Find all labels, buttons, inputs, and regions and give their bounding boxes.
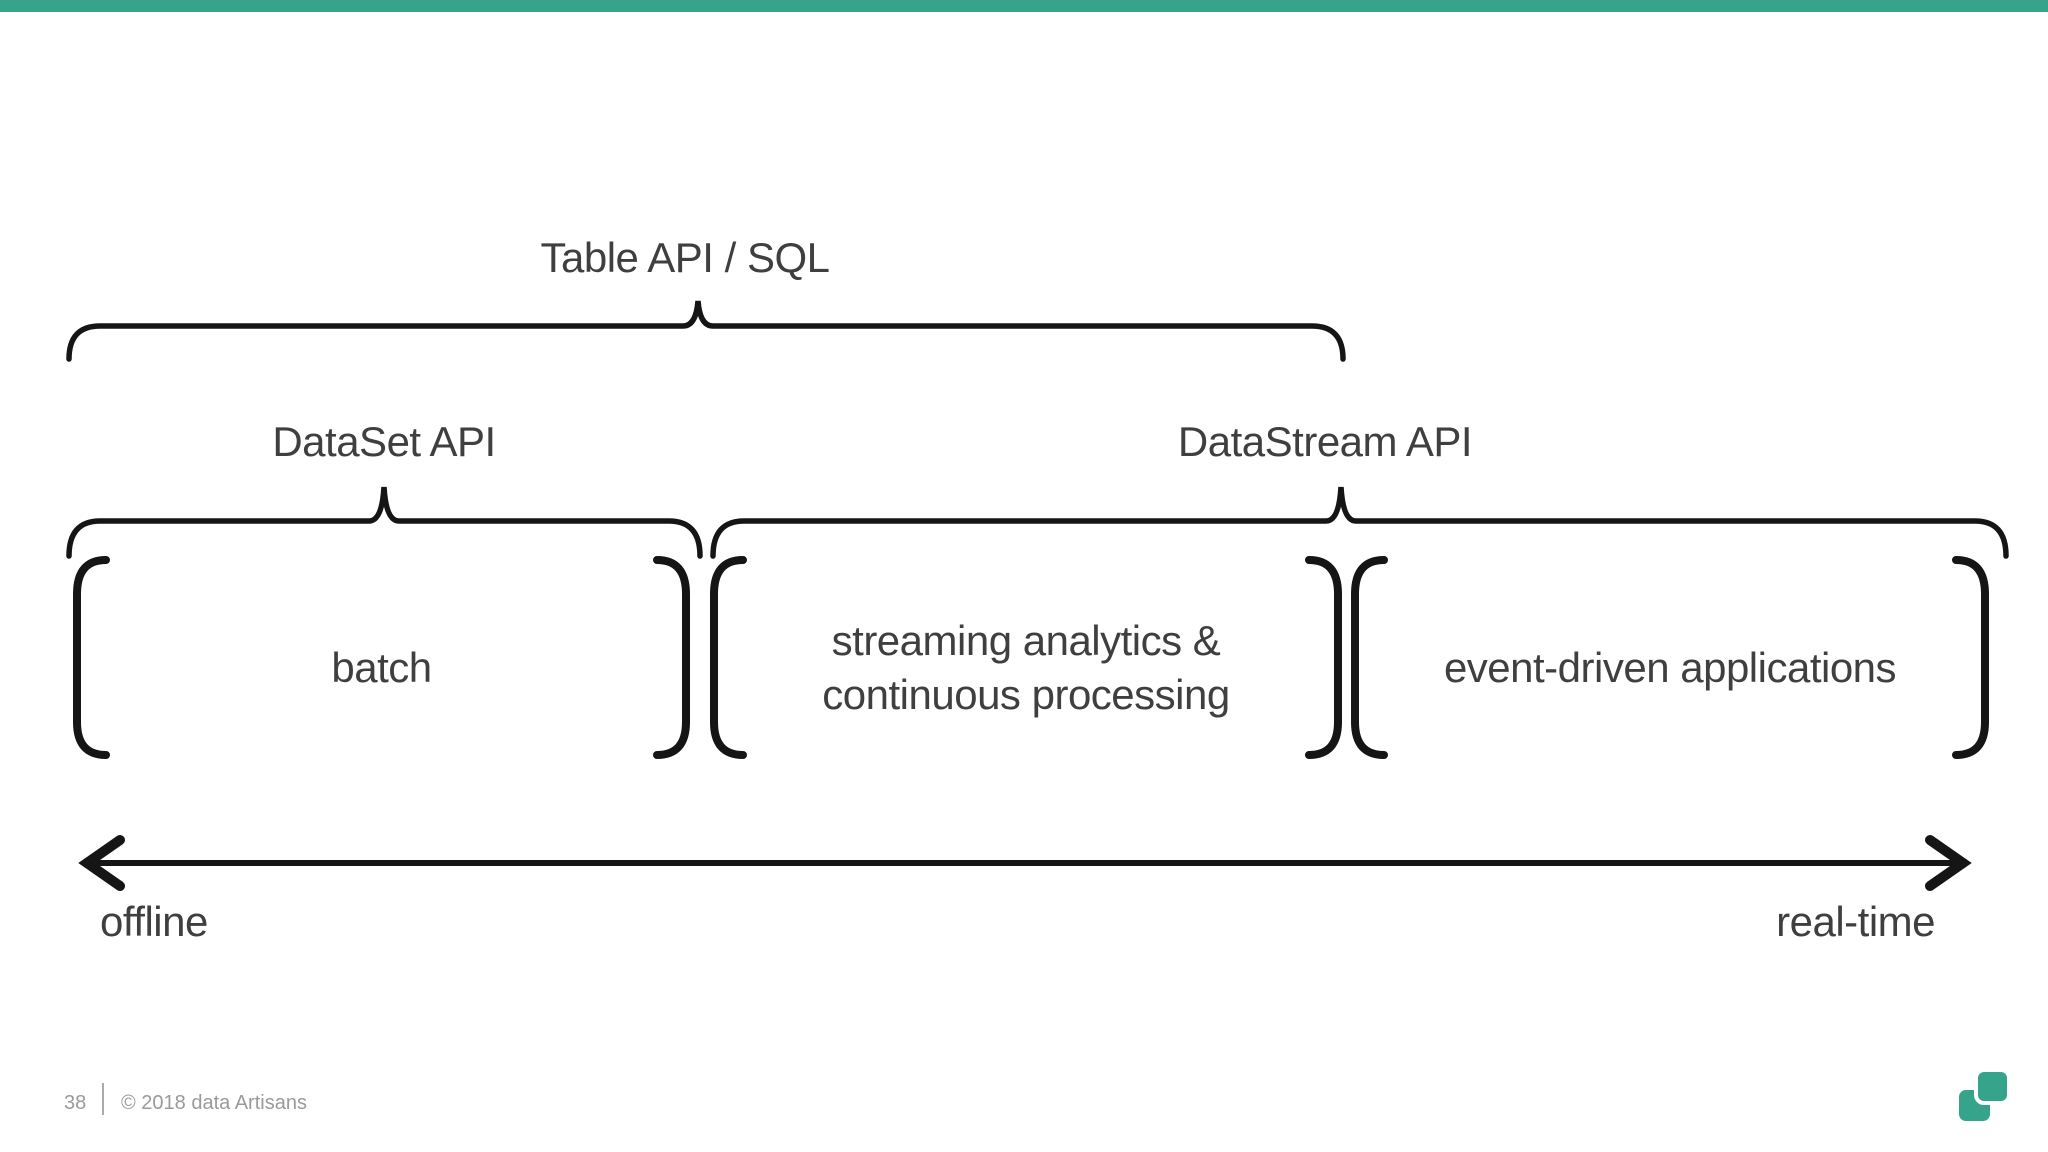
- table-api-brace: [66, 300, 1346, 362]
- axis-label-realtime: real-time: [1776, 898, 1935, 945]
- batch-left-bracket: [73, 556, 110, 759]
- streaming-left-bracket: [710, 556, 747, 759]
- batch-right-bracket: [653, 556, 690, 759]
- streaming-box-label-line1: streaming analytics &: [831, 616, 1221, 664]
- event-driven-box: event-driven applications: [1355, 560, 1985, 765]
- streaming-box: streaming analytics & continuous process…: [714, 560, 1338, 765]
- streaming-right-bracket: [1305, 556, 1342, 759]
- batch-box: batch: [77, 560, 686, 765]
- page-number: 38: [64, 1092, 87, 1114]
- datastream-api-brace: [710, 486, 2009, 559]
- footer-divider: [102, 1083, 104, 1115]
- streaming-box-label-line2: continuous processing: [822, 670, 1230, 718]
- event-driven-left-bracket: [1351, 556, 1388, 759]
- data-artisans-logo-icon: [1959, 1068, 2011, 1121]
- copyright-text: © 2018 data Artisans: [121, 1092, 307, 1114]
- axis-label-offline: offline: [100, 898, 208, 945]
- dataset-api-label: DataSet API: [272, 418, 496, 465]
- table-api-label: Table API / SQL: [540, 234, 830, 281]
- offline-realtime-arrow: [78, 835, 1972, 891]
- dataset-api-brace: [66, 486, 703, 559]
- accent-top-bar: [0, 0, 2048, 12]
- event-driven-right-bracket: [1952, 556, 1989, 759]
- event-driven-box-label: event-driven applications: [1443, 643, 1897, 691]
- batch-box-label: batch: [331, 643, 432, 691]
- datastream-api-label: DataStream API: [1177, 418, 1473, 465]
